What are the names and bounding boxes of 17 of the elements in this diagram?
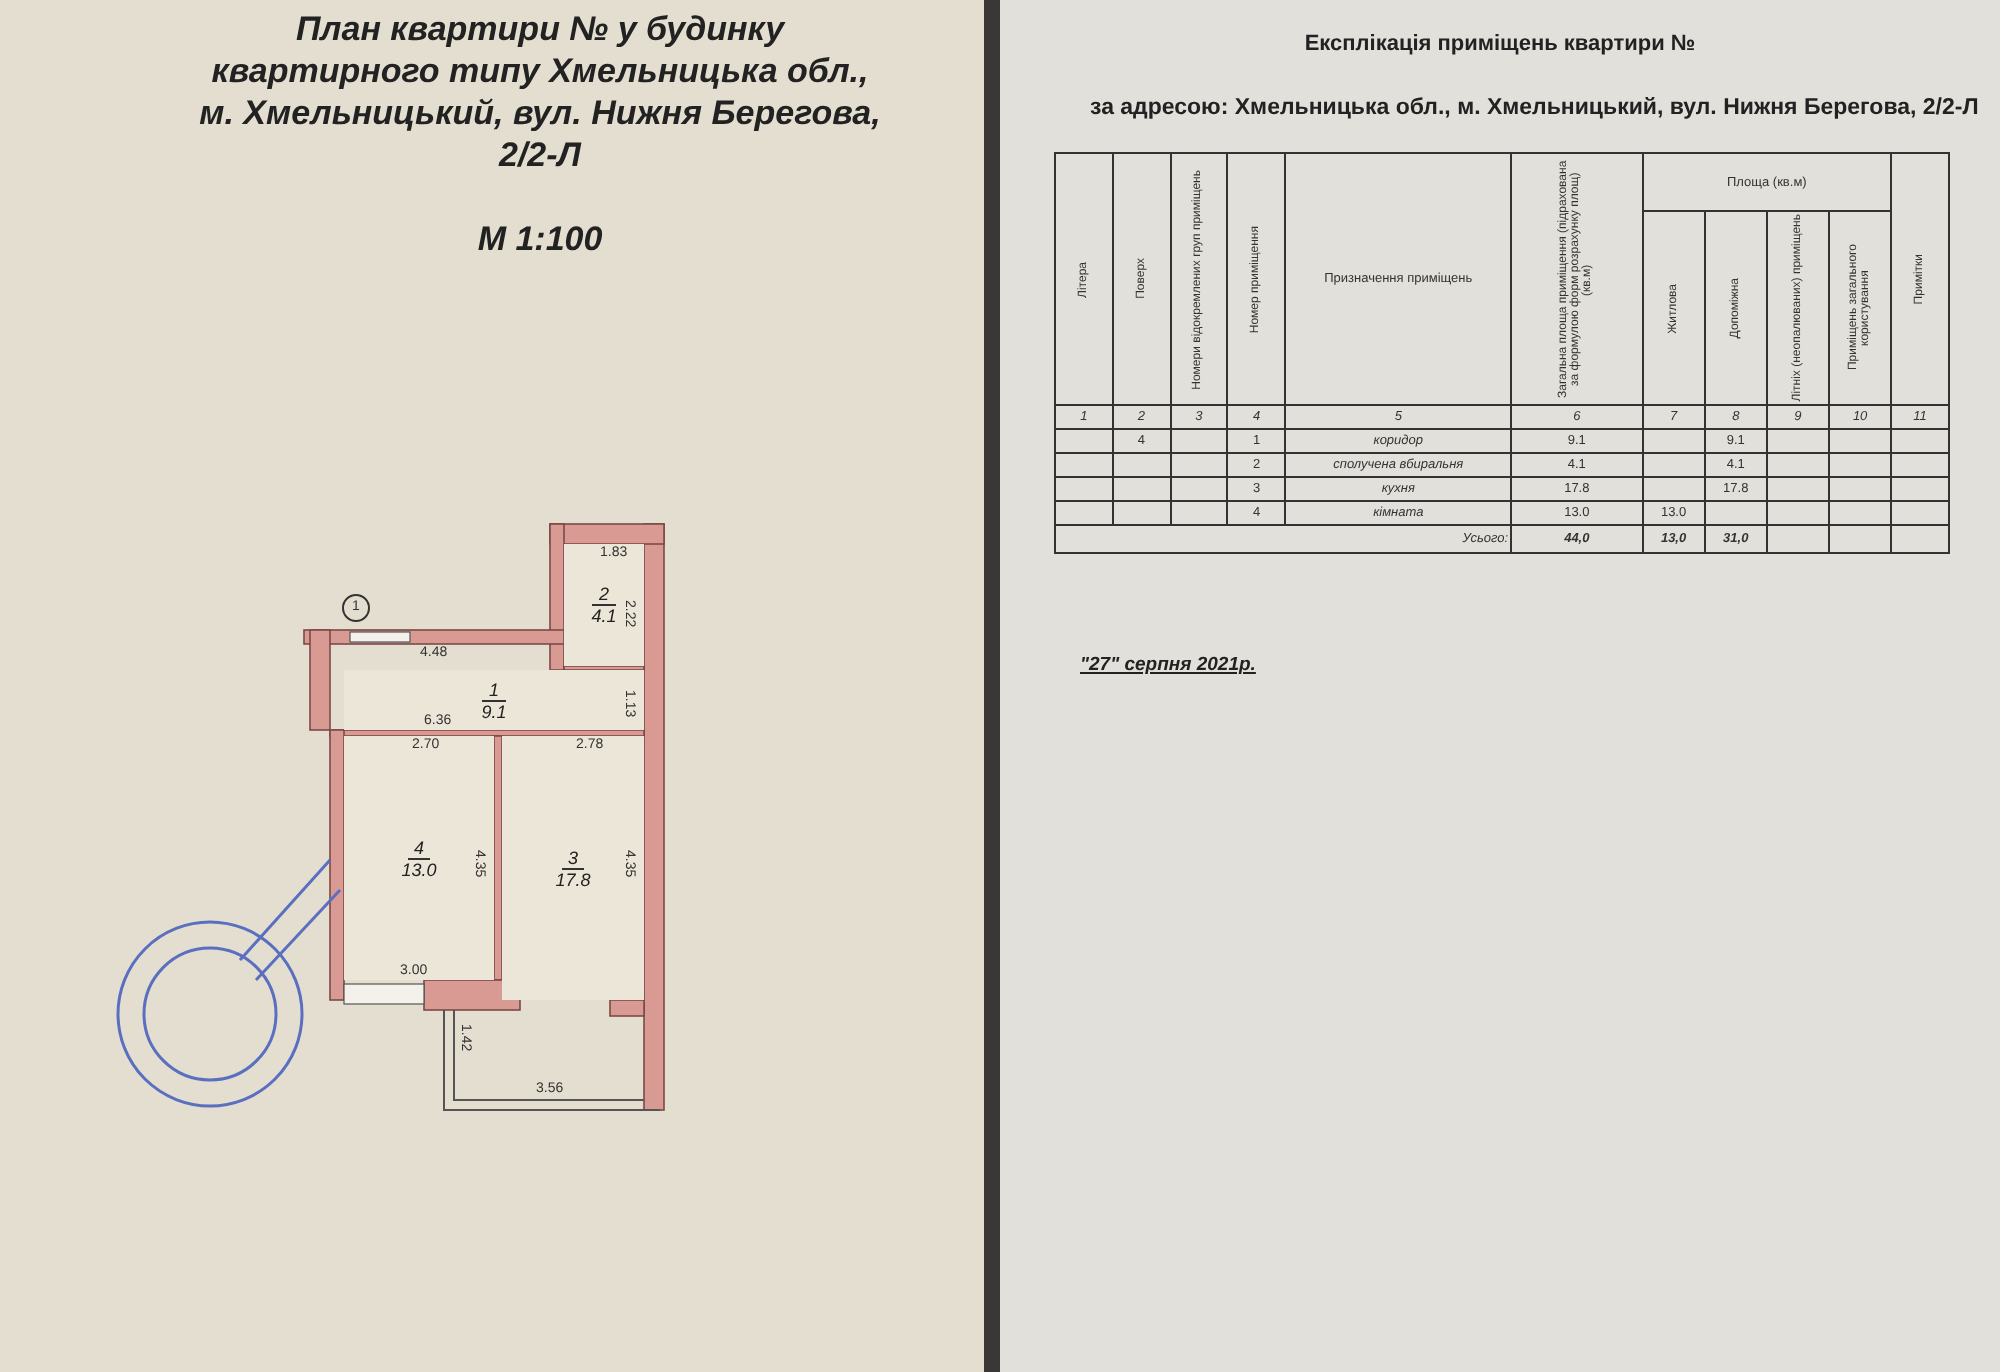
room-number: 3 bbox=[561, 847, 584, 869]
room-floor bbox=[502, 736, 644, 1000]
room-number: 2 bbox=[592, 584, 615, 606]
room-number: 1 bbox=[482, 679, 505, 701]
date-text: "27" серпня 2021р. bbox=[1080, 654, 1256, 676]
room-area-value: 13.0 bbox=[401, 859, 437, 879]
table-heading: Експлікація приміщень квартири № bbox=[1302, 32, 1698, 56]
room-floor bbox=[564, 544, 644, 666]
room-number: 4 bbox=[407, 837, 430, 859]
room-floor bbox=[344, 736, 494, 980]
address-line: за адресою: Хмельницька обл., м. Хмельницький, вул. Нижня Берегова, 2/2-Л bbox=[1090, 96, 1979, 120]
room-floor bbox=[344, 670, 644, 730]
room-area-value: 9.1 bbox=[481, 701, 507, 721]
scale-note: М 1:100 bbox=[475, 220, 605, 260]
room-area-value: 17.8 bbox=[555, 869, 591, 889]
room-area-value: 4.1 bbox=[591, 606, 617, 626]
plan-title: План квартири № у будинку квартирного типу Хмельницька обл., м. Хмельницький, вул. Нижня Берегова, 2/2-Л bbox=[197, 8, 883, 176]
